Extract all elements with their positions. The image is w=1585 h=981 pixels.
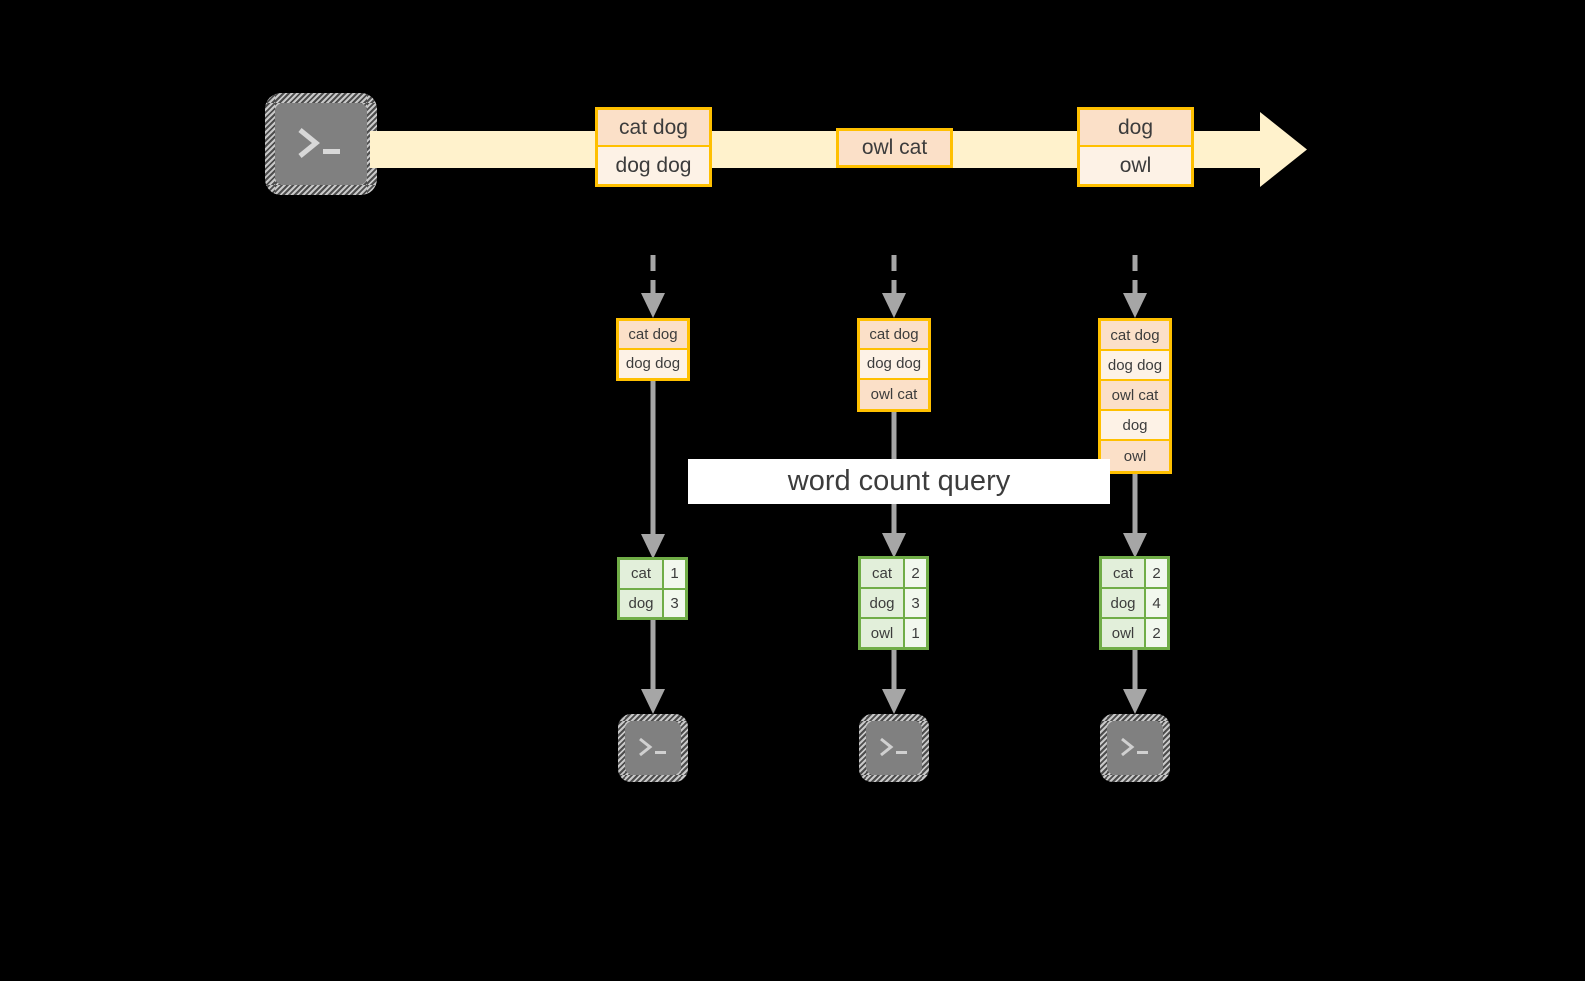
accumulated-record-line: dog dog <box>619 349 687 378</box>
query-connector-column-1 <box>637 381 669 561</box>
query-label-band: word count query <box>688 459 1110 504</box>
accumulated-record-line: owl cat <box>860 379 928 409</box>
stream-record-line: dog <box>1080 110 1191 147</box>
accumulated-records-column-1: cat dog dog dog <box>616 318 690 381</box>
result-count: 2 <box>1146 559 1167 587</box>
stream-record-line: owl <box>1080 147 1191 184</box>
sink-terminal-icon-column-1 <box>618 714 688 782</box>
accumulated-record-line: owl <box>1101 441 1169 471</box>
table-row: owl 2 <box>1102 619 1167 647</box>
stream-group-batch-3: dog owl <box>1077 107 1194 187</box>
terminal-screen <box>275 103 367 185</box>
result-count: 2 <box>1146 619 1167 647</box>
result-word: dog <box>620 589 664 617</box>
result-count: 4 <box>1146 589 1167 617</box>
terminal-prompt-glyph <box>625 721 681 775</box>
table-row: owl 1 <box>861 619 926 647</box>
sink-terminal-icon-column-3 <box>1100 714 1170 782</box>
result-count: 1 <box>905 619 926 647</box>
terminal-prompt-glyph <box>1107 721 1163 775</box>
table-row: dog 4 <box>1102 589 1167 619</box>
accumulated-records-column-2: cat dog dog dog owl cat <box>857 318 931 412</box>
result-word: cat <box>620 560 664 588</box>
sink-connector-column-2 <box>878 650 910 716</box>
accumulated-record-line: cat dog <box>619 321 687 350</box>
result-word: dog <box>1102 589 1146 617</box>
terminal-screen <box>1107 721 1163 775</box>
table-row: cat 1 <box>620 560 685 590</box>
table-row: dog 3 <box>620 589 685 617</box>
terminal-screen <box>625 721 681 775</box>
result-word: cat <box>861 559 905 587</box>
terminal-prompt-glyph <box>275 103 367 185</box>
source-terminal-icon <box>265 93 377 195</box>
result-table-column-3: cat 2 dog 4 owl 2 <box>1099 556 1170 650</box>
stream-record-line: owl cat <box>839 131 950 165</box>
result-count: 3 <box>664 589 685 617</box>
stream-record-line: cat dog <box>598 110 709 147</box>
accumulated-record-line: cat dog <box>1101 321 1169 351</box>
table-row: cat 2 <box>861 559 926 589</box>
dashed-connector-column-2 <box>878 255 910 320</box>
result-count: 3 <box>905 589 926 617</box>
result-word: dog <box>861 589 905 617</box>
result-word: owl <box>861 619 905 647</box>
result-table-column-2: cat 2 dog 3 owl 1 <box>858 556 929 650</box>
terminal-screen <box>866 721 922 775</box>
accumulated-records-column-3: cat dog dog dog owl cat dog owl <box>1098 318 1172 474</box>
stream-group-batch-1: cat dog dog dog <box>595 107 712 187</box>
dashed-connector-column-3 <box>1119 255 1151 320</box>
terminal-prompt-glyph <box>866 721 922 775</box>
query-connector-column-3 <box>1119 474 1151 560</box>
sink-connector-column-3 <box>1119 650 1151 716</box>
table-row: cat 2 <box>1102 559 1167 589</box>
table-row: dog 3 <box>861 589 926 619</box>
stream-group-batch-2: owl cat <box>836 128 953 168</box>
accumulated-record-line: dog dog <box>1101 351 1169 381</box>
result-count: 1 <box>664 560 685 588</box>
sink-connector-column-1 <box>637 620 669 716</box>
accumulated-record-line: dog dog <box>860 350 928 380</box>
result-table-column-1: cat 1 dog 3 <box>617 557 688 620</box>
query-label-text: word count query <box>787 465 1011 497</box>
result-count: 2 <box>905 559 926 587</box>
result-word: owl <box>1102 619 1146 647</box>
accumulated-record-line: dog <box>1101 411 1169 441</box>
accumulated-record-line: owl cat <box>1101 381 1169 411</box>
accumulated-record-line: cat dog <box>860 321 928 351</box>
result-word: cat <box>1102 559 1146 587</box>
sink-terminal-icon-column-2 <box>859 714 929 782</box>
dashed-connector-column-1 <box>637 255 669 320</box>
stream-record-line: dog dog <box>598 147 709 184</box>
